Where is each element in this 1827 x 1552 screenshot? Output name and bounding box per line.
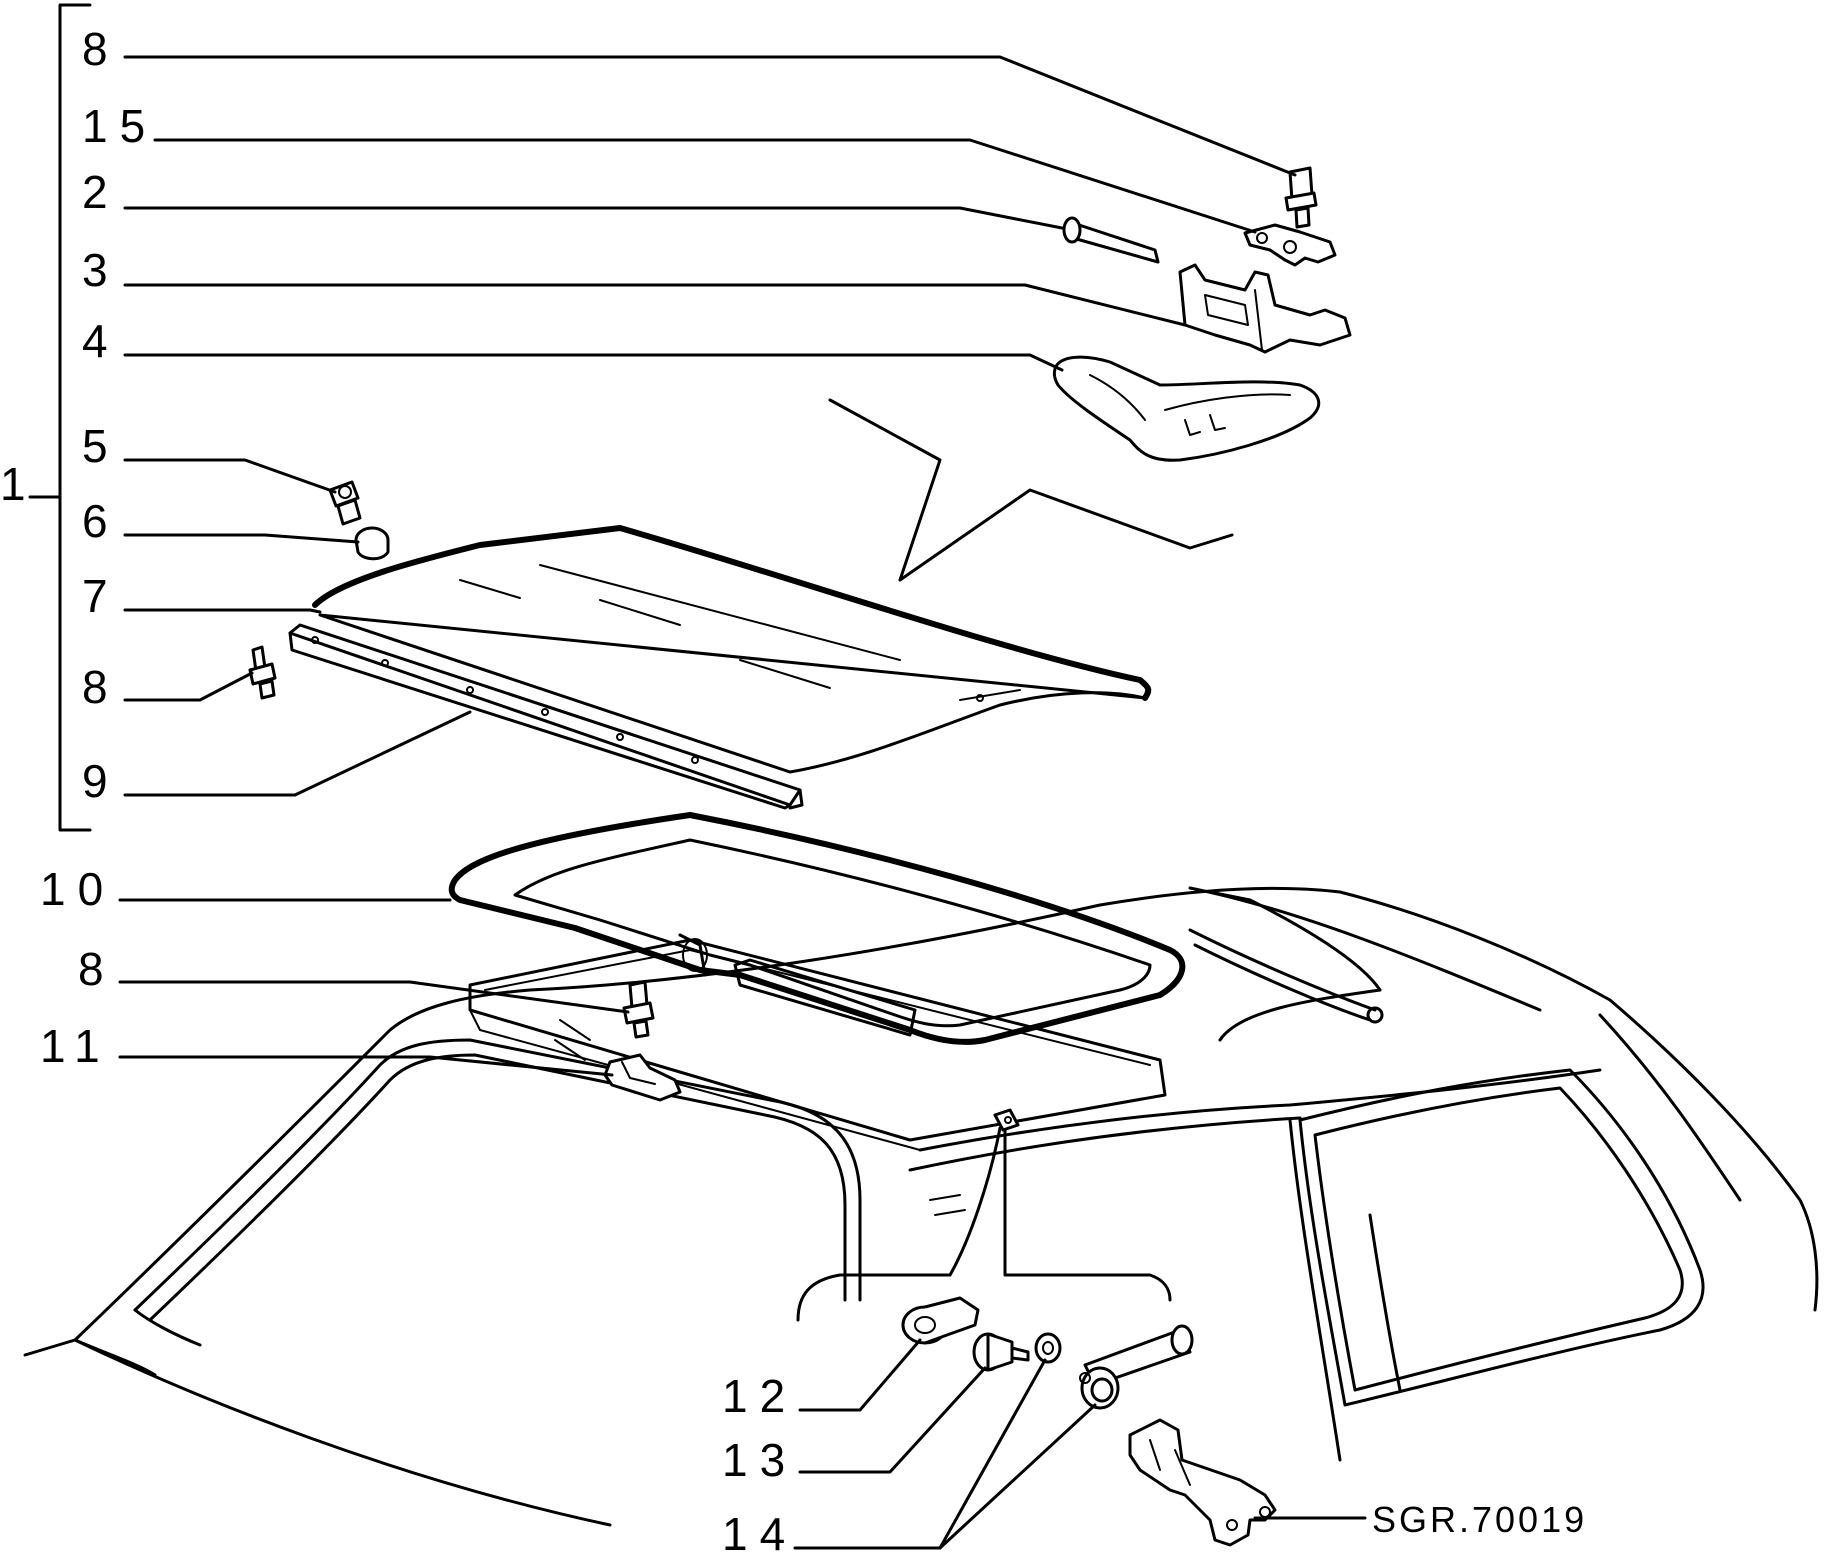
bolt-low-part [622,980,655,1039]
callout-13: 13 [722,1434,797,1486]
callout-5: 5 [82,420,120,472]
callout-1: 1 [0,458,38,510]
car-body [23,886,1819,1527]
bolt-mid-part [248,645,277,700]
handle-part [1052,355,1321,462]
callout-9: 9 [82,755,120,807]
hinge-bracket-part [1243,223,1337,267]
leader-lines [118,55,1367,1550]
washer-sleeve-part [1034,1324,1194,1410]
hinge-mount-part [1128,1418,1277,1547]
bolt-top-part [1284,166,1318,229]
callout-14: 14 [722,1508,797,1552]
callout-6: 6 [82,495,120,547]
callout-2: 2 [82,166,120,218]
reference-code: SGR.70019 [1372,1499,1587,1540]
callout-labels: 1 8 15 2 3 4 5 6 7 8 9 10 8 11 12 13 14 … [0,23,1587,1552]
callout-8-top: 8 [82,23,120,75]
callout-8-mid: 8 [82,661,120,713]
callout-3: 3 [82,244,120,296]
callout-8-low: 8 [78,943,116,995]
callout-10: 10 [40,863,115,915]
pin-part [1062,216,1160,264]
callout-15: 15 [82,100,157,152]
callout-7: 7 [82,570,120,622]
sealing-frame-part [448,812,1186,1045]
roof-attachment-point [796,1108,1172,1322]
seal-strip-part [288,623,804,810]
latch-housing-part [1178,263,1352,354]
bushing-clip-part [901,1296,980,1345]
callout-4: 4 [82,315,120,367]
callout-11: 11 [40,1020,112,1072]
clip-part [603,1053,682,1102]
group-bracket [28,3,92,832]
glass-panel-part [312,525,1152,774]
pivot-screw-part [972,1332,1030,1372]
nut-part [354,526,390,561]
screw-part [328,480,362,526]
callout-12: 12 [722,1370,797,1422]
